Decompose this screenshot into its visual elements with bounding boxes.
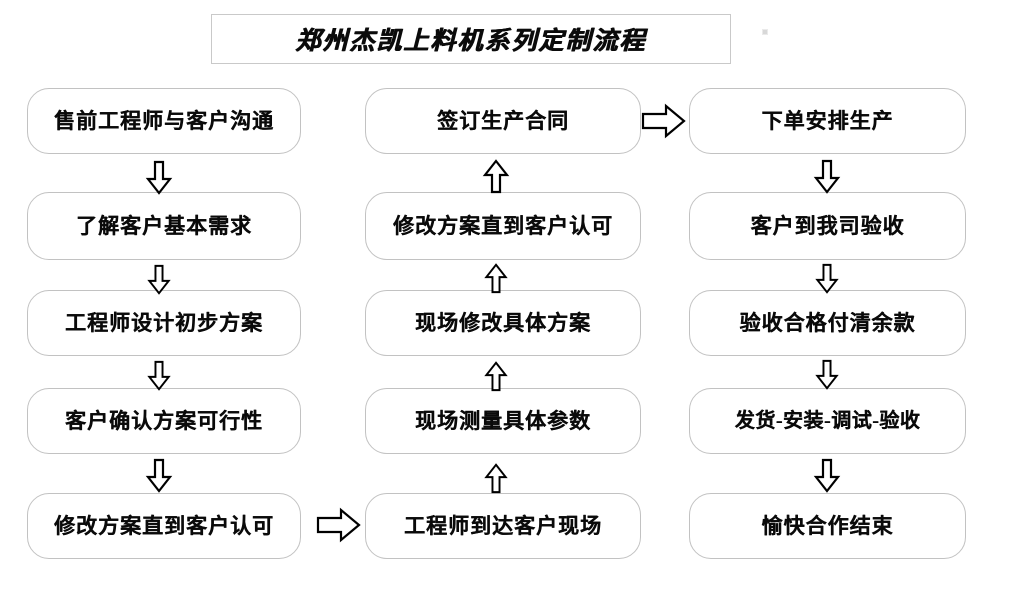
arrow-down-icon-l4-l5 bbox=[145, 458, 173, 493]
arrow-up-icon-m4-m3 bbox=[483, 361, 509, 392]
node-label: 下单安排生产 bbox=[761, 108, 894, 133]
chart-title-text: 郑州杰凯上料机系列定制流程 bbox=[295, 28, 647, 55]
node-label: 客户确认方案可行性 bbox=[65, 408, 263, 433]
node-understand-customer-needs[interactable]: 了解客户基本需求 bbox=[27, 192, 301, 260]
node-label: 修改方案直到客户认可 bbox=[393, 213, 613, 238]
decorative-marker-dot bbox=[762, 29, 768, 35]
node-customer-confirm-feasibility[interactable]: 客户确认方案可行性 bbox=[27, 388, 301, 454]
node-label: 验收合格付清余款 bbox=[739, 310, 916, 335]
node-customer-inspection-at-factory[interactable]: 客户到我司验收 bbox=[689, 192, 966, 260]
node-label: 现场测量具体参数 bbox=[415, 408, 591, 433]
arrow-right-icon-m1-r1 bbox=[641, 103, 687, 139]
node-revise-until-approved-middle[interactable]: 修改方案直到客户认可 bbox=[365, 192, 641, 260]
node-label: 发货-安装-调试-验收 bbox=[734, 410, 921, 432]
node-sales-engineer-communication[interactable]: 售前工程师与客户沟通 bbox=[27, 88, 301, 154]
node-label: 签订生产合同 bbox=[437, 108, 569, 133]
node-label: 售前工程师与客户沟通 bbox=[54, 108, 274, 133]
arrow-down-icon-r1-r2 bbox=[813, 159, 841, 194]
node-place-order-schedule-production[interactable]: 下单安排生产 bbox=[689, 88, 966, 154]
node-label: 现场修改具体方案 bbox=[415, 310, 591, 335]
arrow-up-icon-m2-m1 bbox=[482, 158, 510, 194]
arrow-down-icon-r4-r5 bbox=[813, 458, 841, 493]
arrow-right-icon-l5-m5 bbox=[316, 507, 361, 543]
node-label: 修改方案直到客户认可 bbox=[54, 513, 274, 538]
arrow-down-icon-l3-l4 bbox=[146, 360, 172, 391]
node-label: 了解客户基本需求 bbox=[76, 213, 252, 238]
arrow-down-icon-l2-l3 bbox=[146, 264, 172, 295]
node-engineer-initial-design[interactable]: 工程师设计初步方案 bbox=[27, 290, 301, 356]
node-label: 工程师到达客户现场 bbox=[404, 513, 602, 538]
node-label: 工程师设计初步方案 bbox=[65, 310, 263, 335]
chart-title-box: 郑州杰凯上料机系列定制流程 bbox=[211, 14, 731, 64]
node-label: 愉快合作结束 bbox=[761, 513, 894, 538]
node-ship-install-debug-accept[interactable]: 发货-安装-调试-验收 bbox=[689, 388, 966, 454]
node-engineer-arrives-onsite[interactable]: 工程师到达客户现场 bbox=[365, 493, 641, 559]
node-sign-production-contract[interactable]: 签订生产合同 bbox=[365, 88, 641, 154]
node-label: 客户到我司验收 bbox=[750, 213, 905, 238]
arrow-up-icon-m5-m4 bbox=[483, 463, 509, 494]
arrow-down-icon-r3-r4 bbox=[814, 359, 840, 390]
node-pay-balance-after-acceptance[interactable]: 验收合格付清余款 bbox=[689, 290, 966, 356]
node-revise-until-approved-left[interactable]: 修改方案直到客户认可 bbox=[27, 493, 301, 559]
arrow-down-icon-r2-r3 bbox=[814, 263, 840, 294]
node-onsite-measure-parameters[interactable]: 现场测量具体参数 bbox=[365, 388, 641, 454]
arrow-up-icon-m3-m2 bbox=[483, 263, 509, 294]
node-onsite-revise-plan[interactable]: 现场修改具体方案 bbox=[365, 290, 641, 356]
node-cooperation-complete[interactable]: 愉快合作结束 bbox=[689, 493, 966, 559]
arrow-down-icon-l1-l2 bbox=[145, 160, 173, 195]
